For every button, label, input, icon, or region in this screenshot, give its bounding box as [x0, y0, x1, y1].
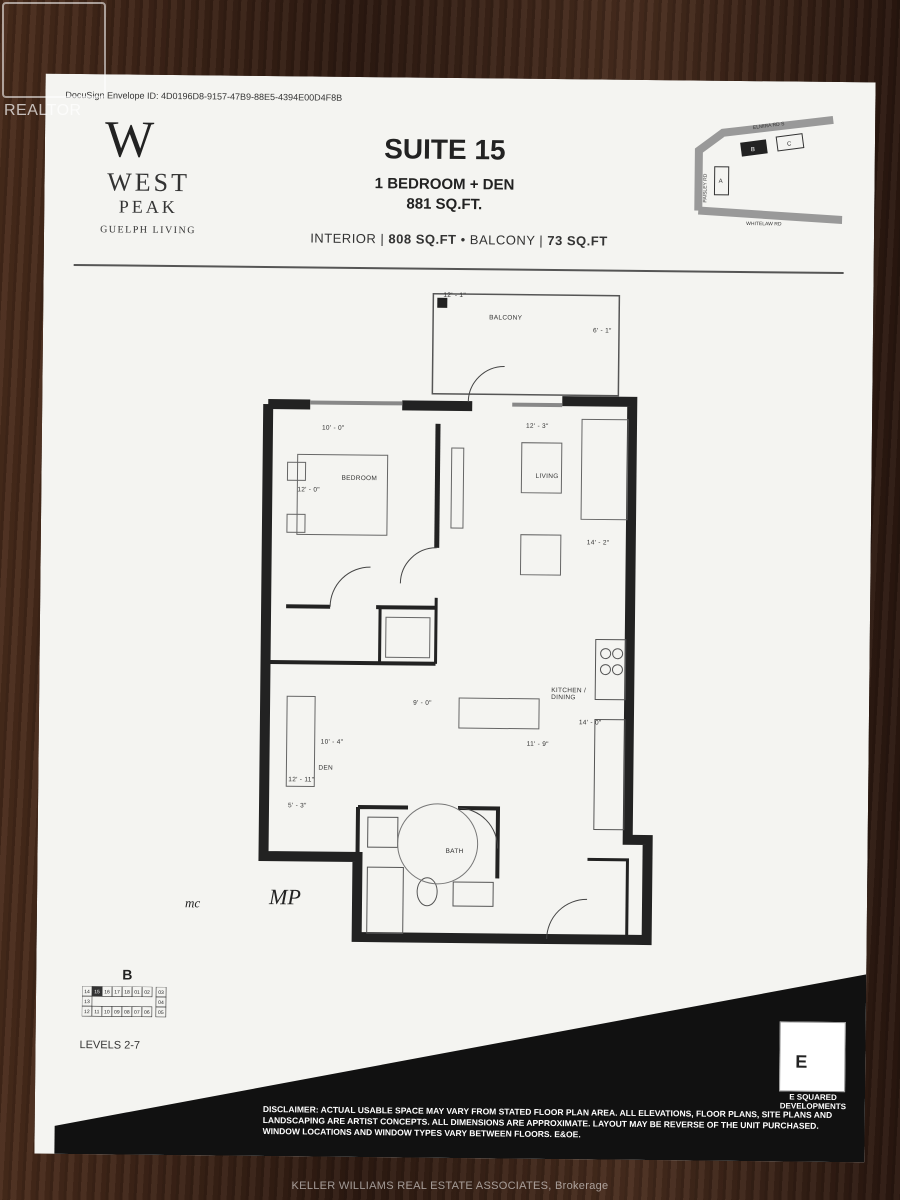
den-depth: 12' - 11" [288, 776, 315, 784]
suite-type: 1 BEDROOM + DEN [374, 175, 515, 194]
living-depth: 14' - 2" [586, 539, 610, 547]
living-label: LIVING [535, 472, 559, 481]
living-width: 12' - 3" [525, 422, 549, 430]
logo-tagline: GUELPH LIVING [100, 224, 197, 237]
key-plan-bottom-row: 12 11 10 09 08 07 06 05 [82, 1006, 166, 1017]
kitchen-label: KITCHEN / DINING [551, 687, 587, 702]
west-peak-logo-name: WEST PEAK [88, 170, 208, 219]
site-block-a: A [719, 179, 723, 185]
key-plan-grid: 14 15 16 17 18 01 02 03 13 04 12 11 10 0… [82, 986, 178, 1023]
initials-mp: MP [268, 884, 301, 910]
unit-05: 05 [158, 1010, 164, 1016]
den-label: DEN [318, 764, 334, 772]
suite-area: 881 SQ.FT. [406, 195, 483, 214]
unit-11: 11 [94, 1009, 99, 1015]
site-block-b: B [751, 147, 755, 153]
developer-name: E SQUARED DEVELOPMENTS [779, 1092, 847, 1112]
unit-14: 14 [84, 989, 90, 995]
brokerage-watermark: KELLER WILLIAMS REAL ESTATE ASSOCIATES, … [291, 1180, 609, 1192]
floor-plan-drawing [236, 276, 663, 960]
e-squared-logo-mark: E [795, 1051, 808, 1072]
kitchen-width: 11' - 9" [526, 740, 549, 748]
balcony-value: 73 SQ.FT [547, 232, 608, 249]
unit-16: 16 [104, 989, 110, 995]
e-squared-logo-box [779, 1021, 846, 1092]
unit-08: 08 [124, 1010, 130, 1016]
unit-09: 09 [114, 1009, 120, 1015]
den-width: 10' - 4" [320, 738, 344, 746]
kitchen-depth: 14' - 0" [578, 719, 602, 727]
road-whitelaw: WHITELAW RD [746, 221, 782, 227]
balcony-width: 12' - 1" [443, 291, 466, 300]
bedroom-depth: 12' - 0" [297, 486, 320, 494]
site-block-c: C [787, 141, 792, 147]
balcony-label: BALCONY [489, 314, 523, 322]
floor-plan-sheet: DocuSign Envelope ID: 4D0196D8-9157-47B9… [34, 74, 875, 1163]
realtor-watermark-text: REALTOR [4, 102, 82, 119]
logo-name-line2: PEAK [118, 196, 178, 218]
den-height: 9' - 0" [413, 699, 432, 707]
unit-10: 10 [104, 1009, 110, 1015]
docusign-envelope-id: DocuSign Envelope ID: 4D0196D8-9157-47B9… [65, 89, 343, 103]
balcony-label: BALCONY [469, 232, 536, 248]
unit-13: 13 [84, 999, 90, 1005]
interior-label: INTERIOR [310, 230, 377, 247]
interior-value: 808 SQ.FT [388, 231, 457, 247]
unit-02: 02 [144, 990, 150, 996]
site-map: B C A ELMIRA RD S PAISLEY RD WHITELAW RD [692, 110, 843, 232]
logo-name-line1: WEST [107, 167, 191, 198]
disclaimer-text: DISCLAIMER: ACTUAL USABLE SPACE MAY VARY… [262, 1104, 833, 1140]
den-small-dim: 5' - 3" [287, 802, 307, 810]
unit-06: 06 [144, 1010, 150, 1016]
realtor-watermark: REALTOR [0, 0, 106, 124]
realtor-logo-icon [2, 2, 106, 98]
balcony-depth: 6' - 1" [592, 327, 612, 335]
unit-15: 15 [94, 989, 100, 995]
unit-18: 18 [124, 990, 130, 996]
unit-07: 07 [134, 1010, 140, 1016]
footer-band [34, 954, 866, 1163]
bedroom-label: BEDROOM [341, 474, 378, 483]
suite-title: SUITE 15 [384, 133, 506, 166]
road-paisley: PAISLEY RD [702, 173, 708, 202]
area-breakdown: INTERIOR | 808 SQ.FT • BALCONY | 73 SQ.F… [310, 230, 608, 249]
west-peak-logo-mark: W [104, 111, 155, 169]
unit-17: 17 [114, 989, 120, 995]
bath-label: BATH [445, 847, 464, 856]
unit-04: 04 [158, 1000, 164, 1006]
initials-mc: mc [184, 895, 201, 911]
unit-01: 01 [134, 990, 140, 996]
header-divider [74, 264, 844, 274]
unit-03: 03 [158, 990, 164, 996]
road-elmira: ELMIRA RD S [753, 121, 786, 131]
unit-12: 12 [84, 1009, 90, 1015]
bedroom-width: 10' - 0" [321, 424, 345, 432]
